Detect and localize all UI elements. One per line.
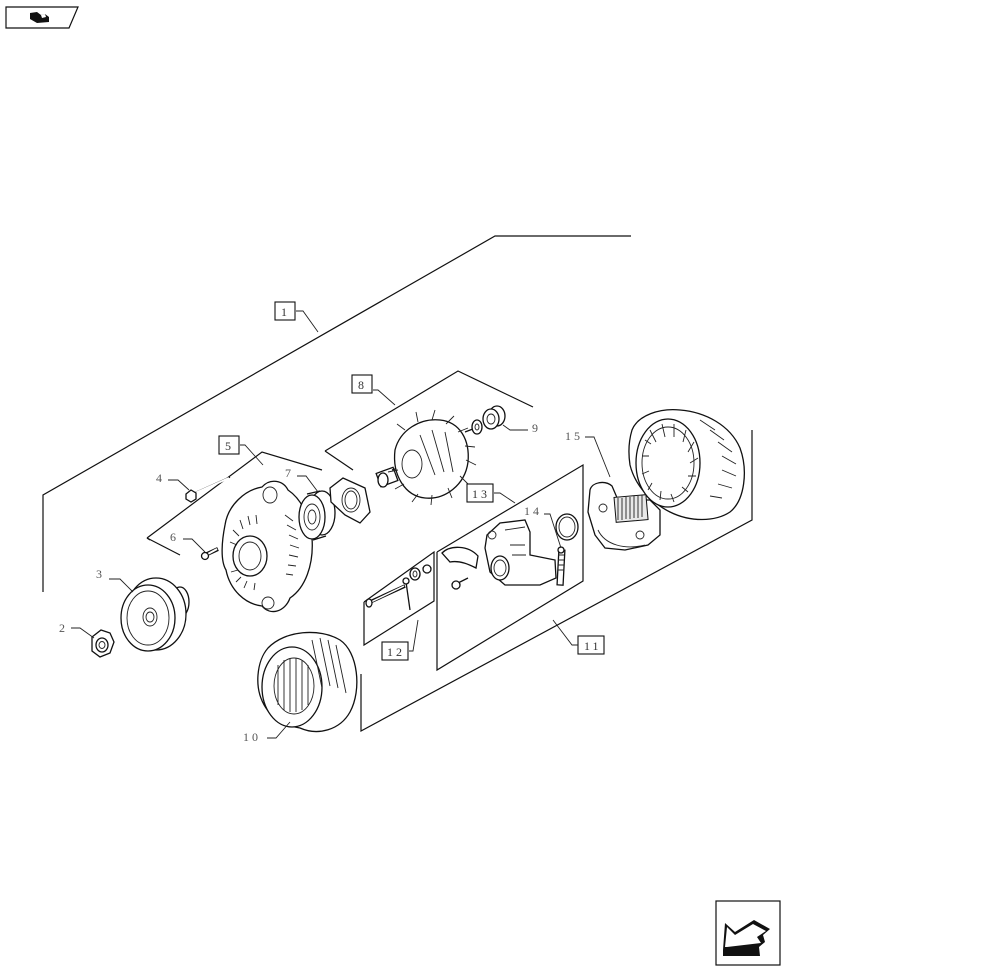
book-index-icon	[5, 6, 79, 29]
group-box-12	[363, 550, 435, 647]
callout-15[interactable]: 15	[565, 429, 611, 478]
callout-10[interactable]: 10	[243, 721, 291, 744]
rear-housing	[628, 409, 745, 521]
svg-text:2: 2	[59, 621, 68, 635]
callout-5[interactable]: 5	[218, 435, 264, 466]
svg-text:14: 14	[524, 504, 542, 518]
group-bracket-5	[146, 451, 323, 539]
part-6-screw	[200, 547, 219, 561]
callout-11[interactable]: 11	[552, 619, 605, 655]
part-13-regulator	[441, 519, 557, 590]
callout-1[interactable]: 1	[274, 301, 319, 333]
callout-9[interactable]: 9	[502, 421, 541, 435]
part-14-brush	[556, 546, 566, 586]
group-bracket-11	[360, 430, 753, 733]
svg-text:15: 15	[565, 429, 583, 443]
part-9-bearing	[471, 405, 506, 435]
callout-8[interactable]: 8	[351, 374, 396, 406]
svg-text:1: 1	[281, 305, 290, 319]
callout-13[interactable]: 13	[466, 483, 516, 504]
part-3-pulley	[120, 577, 190, 652]
retainer-plate	[329, 477, 371, 524]
svg-text:5: 5	[225, 439, 234, 453]
svg-text:6: 6	[170, 530, 179, 544]
group-bracket-8	[324, 370, 534, 452]
svg-text:10: 10	[243, 730, 261, 744]
callout-12[interactable]: 12	[381, 619, 419, 661]
part-5-front-housing	[221, 480, 313, 613]
callout-3[interactable]: 3	[96, 567, 134, 593]
part-7-bearing	[298, 490, 336, 541]
part-12-terminal-kit	[365, 564, 432, 611]
callout-2[interactable]: 2	[59, 621, 95, 639]
part-2-nut	[91, 629, 115, 658]
callout-4[interactable]: 4	[156, 471, 190, 491]
callout-6[interactable]: 6	[170, 530, 206, 553]
svg-text:8: 8	[358, 378, 367, 392]
svg-text:3: 3	[96, 567, 105, 581]
svg-text:13: 13	[472, 487, 490, 501]
svg-text:4: 4	[156, 471, 165, 485]
return-arrow-icon	[715, 900, 781, 966]
callout-14[interactable]: 14	[524, 504, 562, 549]
o-ring	[555, 513, 579, 541]
part-8-rotor	[375, 409, 479, 506]
index-nav-button[interactable]	[5, 4, 79, 30]
svg-text:9: 9	[532, 421, 541, 435]
svg-text:11: 11	[584, 639, 602, 653]
part-4-bolt	[185, 476, 231, 503]
part-15-rectifier	[587, 481, 661, 551]
svg-text:7: 7	[285, 466, 294, 480]
part-10-stator	[257, 631, 358, 733]
svg-text:12: 12	[387, 645, 405, 659]
assembly-bracket-1	[42, 235, 631, 592]
return-nav-button[interactable]	[715, 900, 781, 966]
group-box-13	[436, 463, 584, 672]
callout-7[interactable]: 7	[285, 466, 319, 493]
